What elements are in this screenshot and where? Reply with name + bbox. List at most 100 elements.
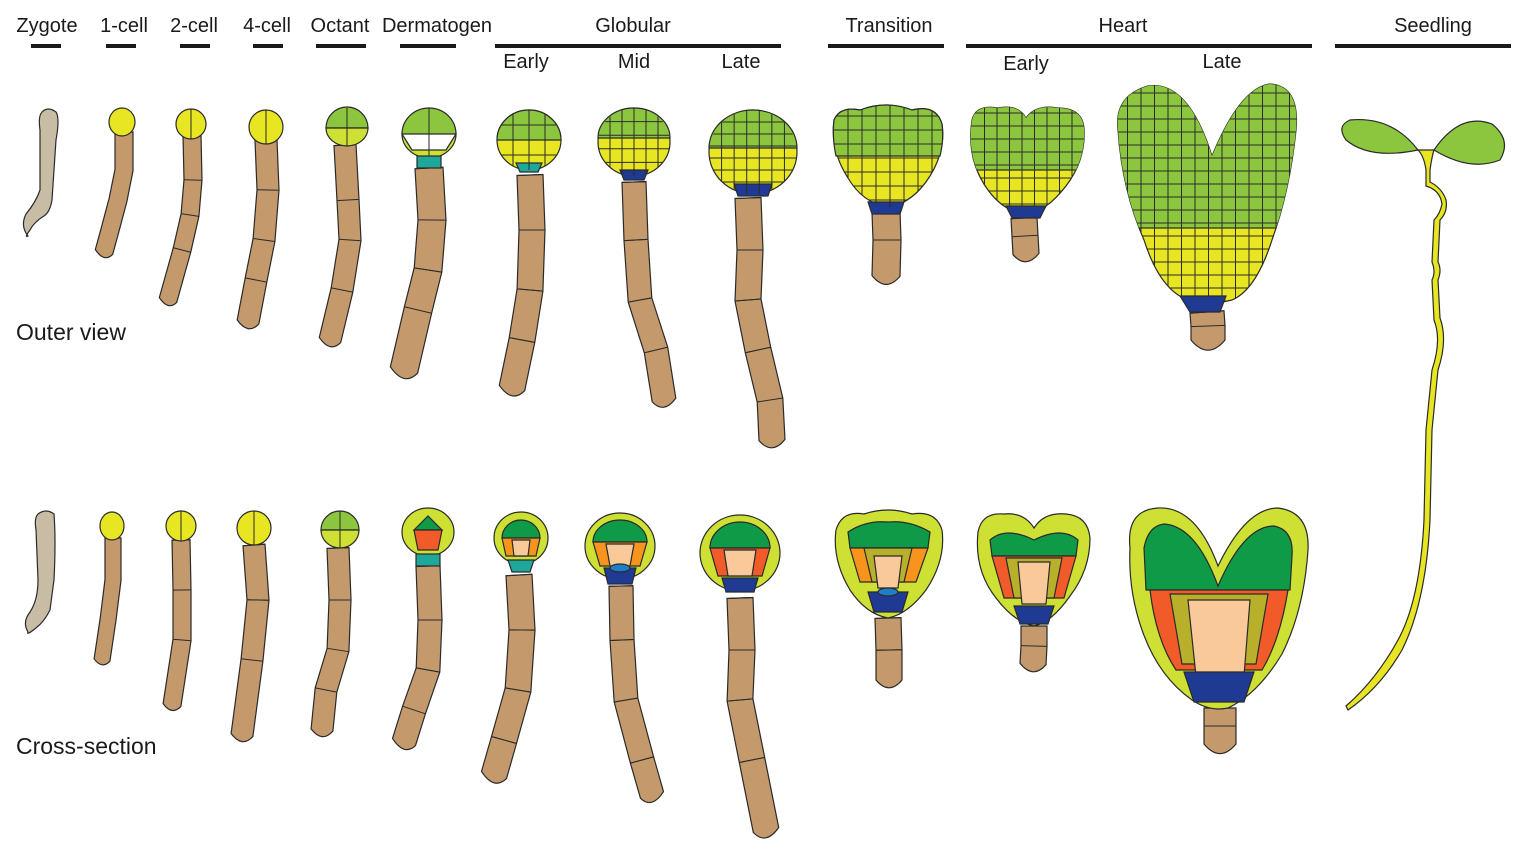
transition-cross-vascular — [873, 555, 903, 589]
stage-bar-2-cell — [180, 44, 210, 48]
globular-late-hypophysis — [733, 183, 773, 197]
globular-mid-suspensor-division — [644, 346, 668, 354]
dermatogen-suspensor — [389, 166, 447, 380]
four-cell-outer — [236, 109, 284, 330]
stage-bar-globular — [495, 44, 781, 48]
one-cell-outer — [94, 107, 136, 259]
substage-label-globular-late: Late — [721, 51, 761, 73]
octant-cross-suspensor-division — [315, 687, 337, 693]
globular-early-cross-vascular — [511, 539, 531, 557]
globular-late-apical — [708, 109, 798, 149]
four-cell-cross — [230, 510, 272, 743]
globular-late-suspensor-division — [735, 298, 761, 302]
one-cell-suspensor — [94, 131, 134, 259]
substage-label-heart-early: Early — [1003, 53, 1049, 75]
stage-bar-1-cell — [106, 44, 136, 48]
globular-mid-cross — [584, 512, 665, 804]
globular-mid-cross-suspensor — [608, 585, 665, 804]
octant-suspensor — [318, 143, 362, 348]
dermatogen-cross-hypophysis — [415, 553, 441, 567]
four-cell-suspensor — [236, 138, 280, 330]
substage-label-globular-mid: Mid — [617, 51, 651, 73]
dermatogen-suspensor-division — [414, 267, 442, 273]
transition-cross — [834, 509, 944, 689]
two-cell-outer — [158, 108, 207, 307]
stage-bar-transition — [828, 44, 944, 48]
globular-mid-cross-upper — [592, 519, 648, 543]
heart-early-cross — [976, 513, 1091, 673]
stage-label-4-cell: 4-cell — [243, 15, 291, 37]
heart-early-cross-upper — [989, 532, 1079, 557]
seedling-hypocotyl-root — [1345, 149, 1447, 711]
heart-early-suspensor — [1010, 216, 1040, 263]
octant-cross-suspensor-division — [327, 647, 349, 653]
four-cell-cross-suspensor-division — [241, 658, 263, 662]
globular-early-cross-hypophysis — [507, 559, 535, 573]
row-label-outer-view: Outer view — [16, 319, 126, 345]
one-cell-cross-suspensor — [93, 537, 122, 666]
globular-mid-suspensor-division — [621, 181, 647, 183]
seedling — [1341, 118, 1506, 711]
stage-label-seedling: Seedling — [1394, 15, 1472, 37]
heart-early-suspensor-division — [1011, 234, 1039, 238]
globular-mid-cross-suspensor-division — [630, 756, 654, 764]
row-label-cross-section: Cross-section — [16, 733, 157, 759]
globular-mid-cross-vascular — [605, 543, 635, 567]
globular-mid-cross-qc — [609, 563, 631, 573]
globular-mid-cross-suspensor-division — [609, 638, 635, 642]
dermatogen-cross-inner-lower — [413, 529, 443, 551]
stage-bar-dermatogen — [400, 44, 456, 48]
stage-label-transition: Transition — [845, 15, 933, 37]
heart-early-outer — [970, 106, 1085, 263]
globular-early-suspensor-division — [516, 174, 544, 176]
four-cell-suspensor-division — [253, 238, 275, 242]
heart-early-cross-vascular — [1017, 561, 1051, 605]
globular-early-cross-suspensor-division — [505, 573, 533, 577]
globular-mid-suspensor-division — [628, 297, 652, 303]
globular-late-cross-suspensor-division — [726, 597, 754, 599]
transition-cross-suspensor — [874, 616, 903, 689]
dermatogen-cross-suspensor-division — [402, 705, 426, 715]
two-cell-cross — [162, 510, 197, 712]
globular-early-grid — [497, 110, 561, 170]
heart-late-cross-vascular — [1187, 599, 1251, 677]
dermatogen-cross — [391, 507, 455, 751]
globular-early-outer — [496, 109, 562, 397]
heart-early-hypophysis — [1005, 205, 1047, 219]
octant-cross — [310, 510, 360, 738]
substage-label-globular-early: Early — [503, 51, 549, 73]
substage-label-heart-late: Late — [1202, 51, 1242, 73]
dermatogen-outer — [389, 107, 457, 380]
stage-bar-heart — [966, 44, 1312, 48]
transition-outer — [832, 104, 944, 285]
globular-late-suspensor — [734, 196, 786, 449]
four-cell-suspensor-division — [245, 277, 267, 283]
two-cell-suspensor-division — [181, 213, 199, 217]
heart-early-cross-hypophysis — [1013, 605, 1055, 625]
one-cell-apical — [108, 107, 136, 137]
seedling-cotyledon-left — [1341, 118, 1420, 154]
globular-early-suspensor — [498, 173, 546, 397]
globular-early-cross — [480, 511, 549, 784]
heart-early-apical — [970, 107, 1085, 171]
heart-late-cross-hypophysis — [1183, 671, 1255, 703]
transition-suspensor — [871, 210, 902, 285]
transition-cross-upper — [847, 521, 931, 549]
heart-late-cross — [1128, 507, 1309, 755]
two-cell-suspensor-division — [173, 247, 191, 253]
globular-mid-grid — [598, 108, 670, 176]
globular-mid-suspensor-division — [623, 238, 649, 242]
one-cell-cross — [93, 511, 125, 666]
octant-cross-suspensor — [310, 546, 352, 738]
two-cell-cross-suspensor-division — [172, 638, 192, 642]
globular-late-cross-suspensor-division — [739, 756, 765, 764]
stage-label-2-cell: 2-cell — [170, 15, 218, 37]
transition-cross-qc — [877, 587, 899, 597]
dermatogen-cross-suspensor — [391, 564, 443, 751]
two-cell-cross-suspensor — [162, 539, 192, 712]
globular-early-cross-suspensor — [480, 573, 536, 784]
heart-late-cross-upper — [1143, 523, 1293, 591]
stage-label-zygote: Zygote — [16, 15, 78, 37]
